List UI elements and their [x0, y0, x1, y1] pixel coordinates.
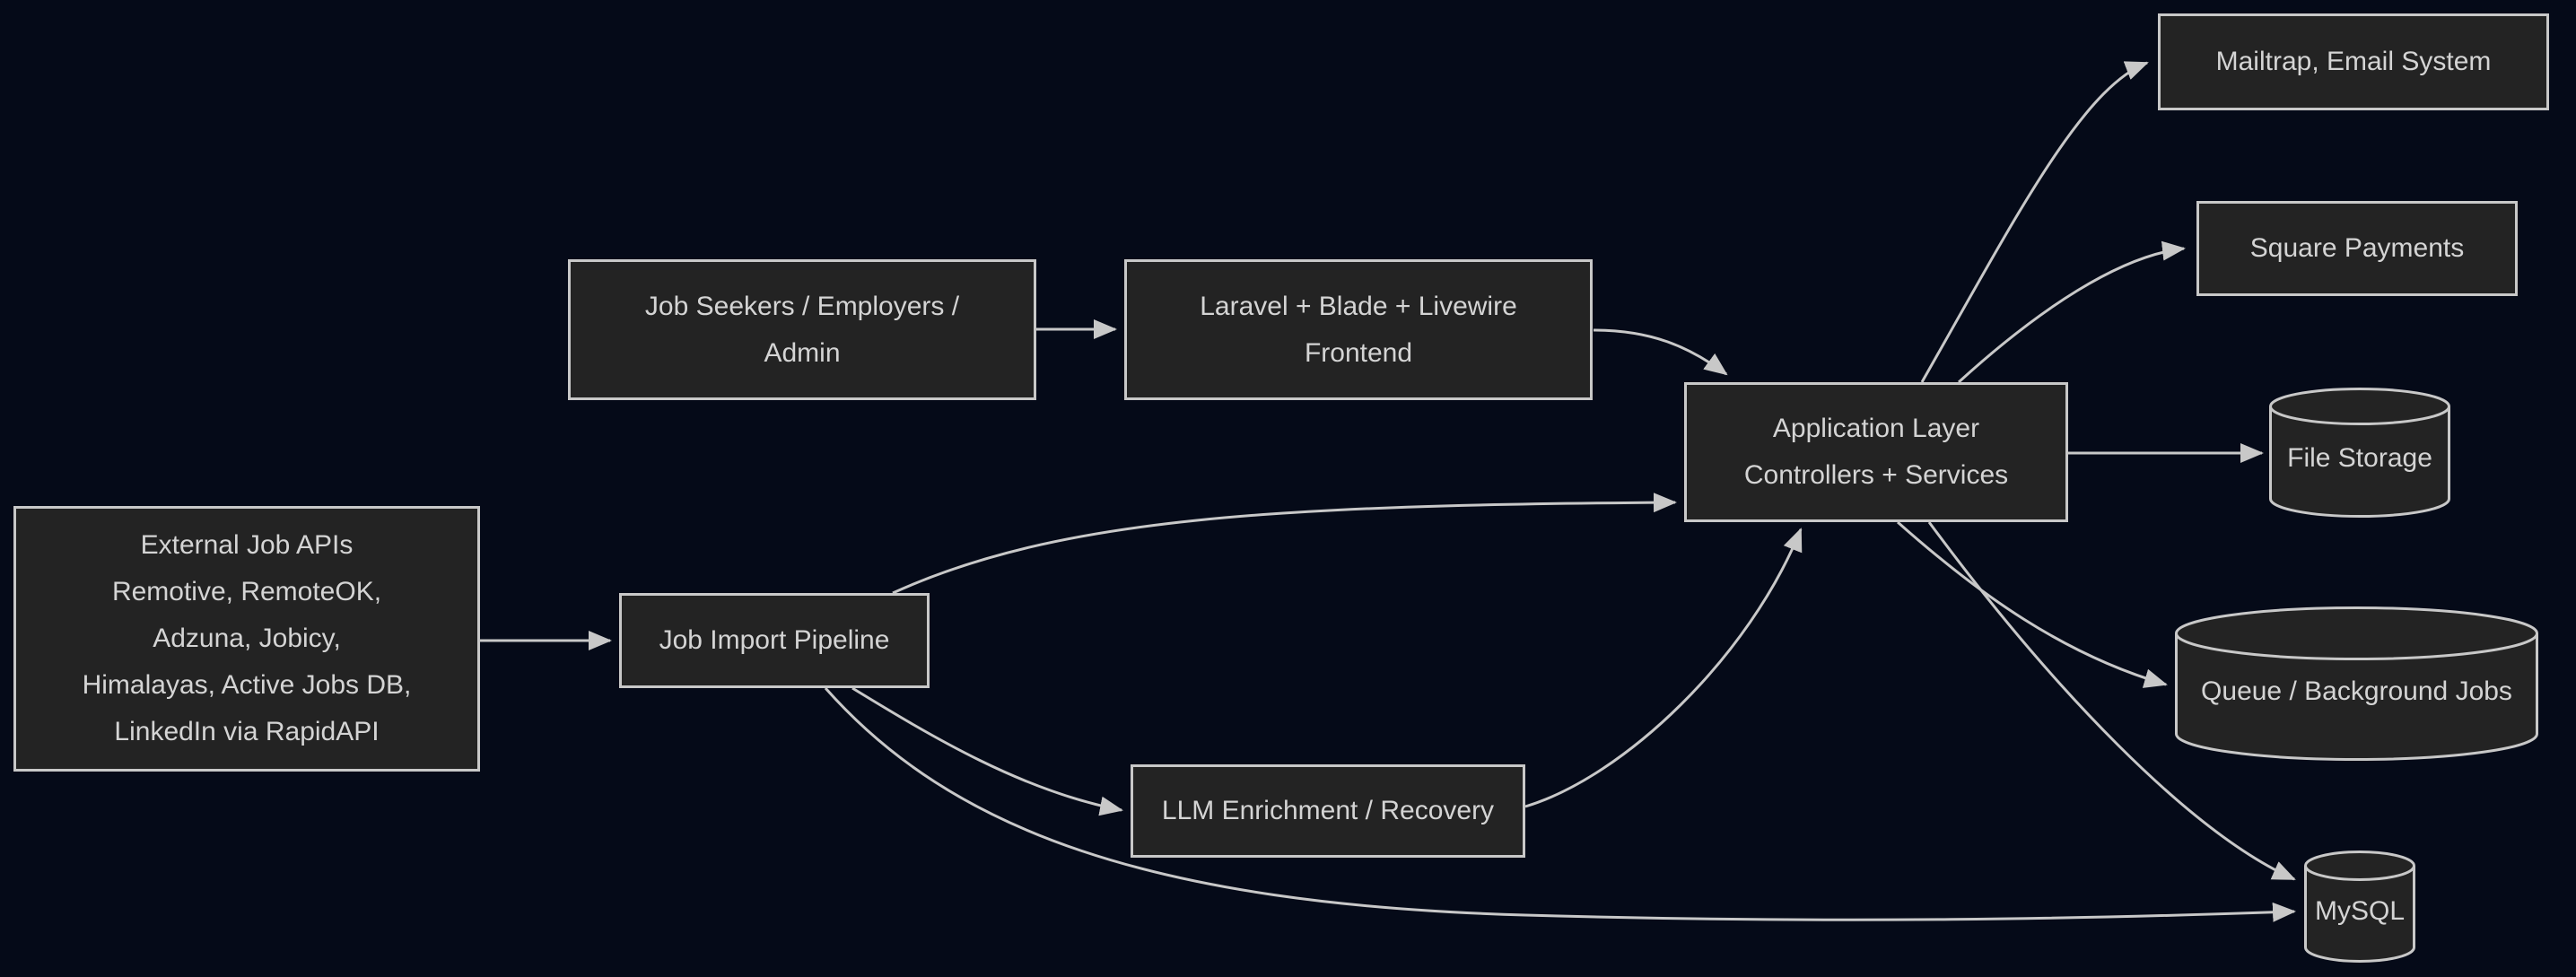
node-job-seekers: Job Seekers / Employers / Admin [568, 259, 1036, 400]
edge-import-pipeline-to-llm [851, 686, 1123, 816]
node-mailtrap-label: Mailtrap, Email System [2215, 47, 2492, 76]
cylinder-body [2175, 633, 2538, 761]
cylinder-body [2304, 866, 2415, 963]
cylinder-top [2269, 388, 2450, 425]
node-frontend-label: Laravel + Blade + Livewire Frontend [1200, 291, 1517, 368]
node-file-storage: File Storage [2269, 388, 2450, 518]
cylinder-shape-file-storage [2269, 388, 2450, 518]
node-import-pipeline: Job Import Pipeline [619, 593, 930, 688]
node-llm-label: LLM Enrichment / Recovery [1161, 796, 1495, 825]
node-llm: LLM Enrichment / Recovery [1131, 764, 1525, 858]
node-app-layer-label: Application Layer Controllers + Services [1743, 414, 2009, 490]
node-job-seekers-label: Job Seekers / Employers / Admin [644, 291, 960, 368]
node-queue-label: Queue / Background Jobs [2201, 676, 2512, 706]
node-square: Square Payments [2196, 201, 2518, 296]
edge-app-layer-to-mailtrap [1920, 61, 2149, 383]
node-mysql-label: MySQL [2314, 895, 2406, 926]
node-import-pipeline-label: Job Import Pipeline [659, 625, 890, 655]
node-file-storage-label: File Storage [2287, 442, 2432, 473]
cylinder-body [2269, 406, 2450, 518]
edge-app-layer-to-square [1957, 240, 2186, 384]
cylinder-shape-mysql [2304, 851, 2415, 963]
cylinder-top [2175, 606, 2538, 660]
node-queue: Queue / Background Jobs [2175, 606, 2538, 761]
cylinder-shape-queue [2175, 606, 2538, 761]
edge-frontend-to-app-layer [1593, 328, 1728, 376]
edge-import-pipeline-to-app-layer [892, 493, 1677, 595]
node-square-label: Square Payments [2249, 233, 2465, 263]
edge-import-pipeline-to-mysql [824, 687, 2296, 922]
node-external-apis: External Job APIs Remotive, RemoteOK, Ad… [13, 506, 480, 772]
node-external-apis-label: External Job APIs Remotive, RemoteOK, Ad… [82, 530, 412, 746]
node-mailtrap: Mailtrap, Email System [2158, 13, 2549, 110]
edge-llm-to-app-layer [1524, 528, 1803, 808]
edge-app-layer-to-mysql [1927, 521, 2296, 881]
cylinder-top [2304, 851, 2415, 881]
node-app-layer: Application Layer Controllers + Services [1684, 382, 2068, 522]
node-frontend: Laravel + Blade + Livewire Frontend [1124, 259, 1593, 400]
node-mysql: MySQL [2304, 851, 2415, 963]
edge-app-layer-to-queue [1897, 520, 2168, 688]
